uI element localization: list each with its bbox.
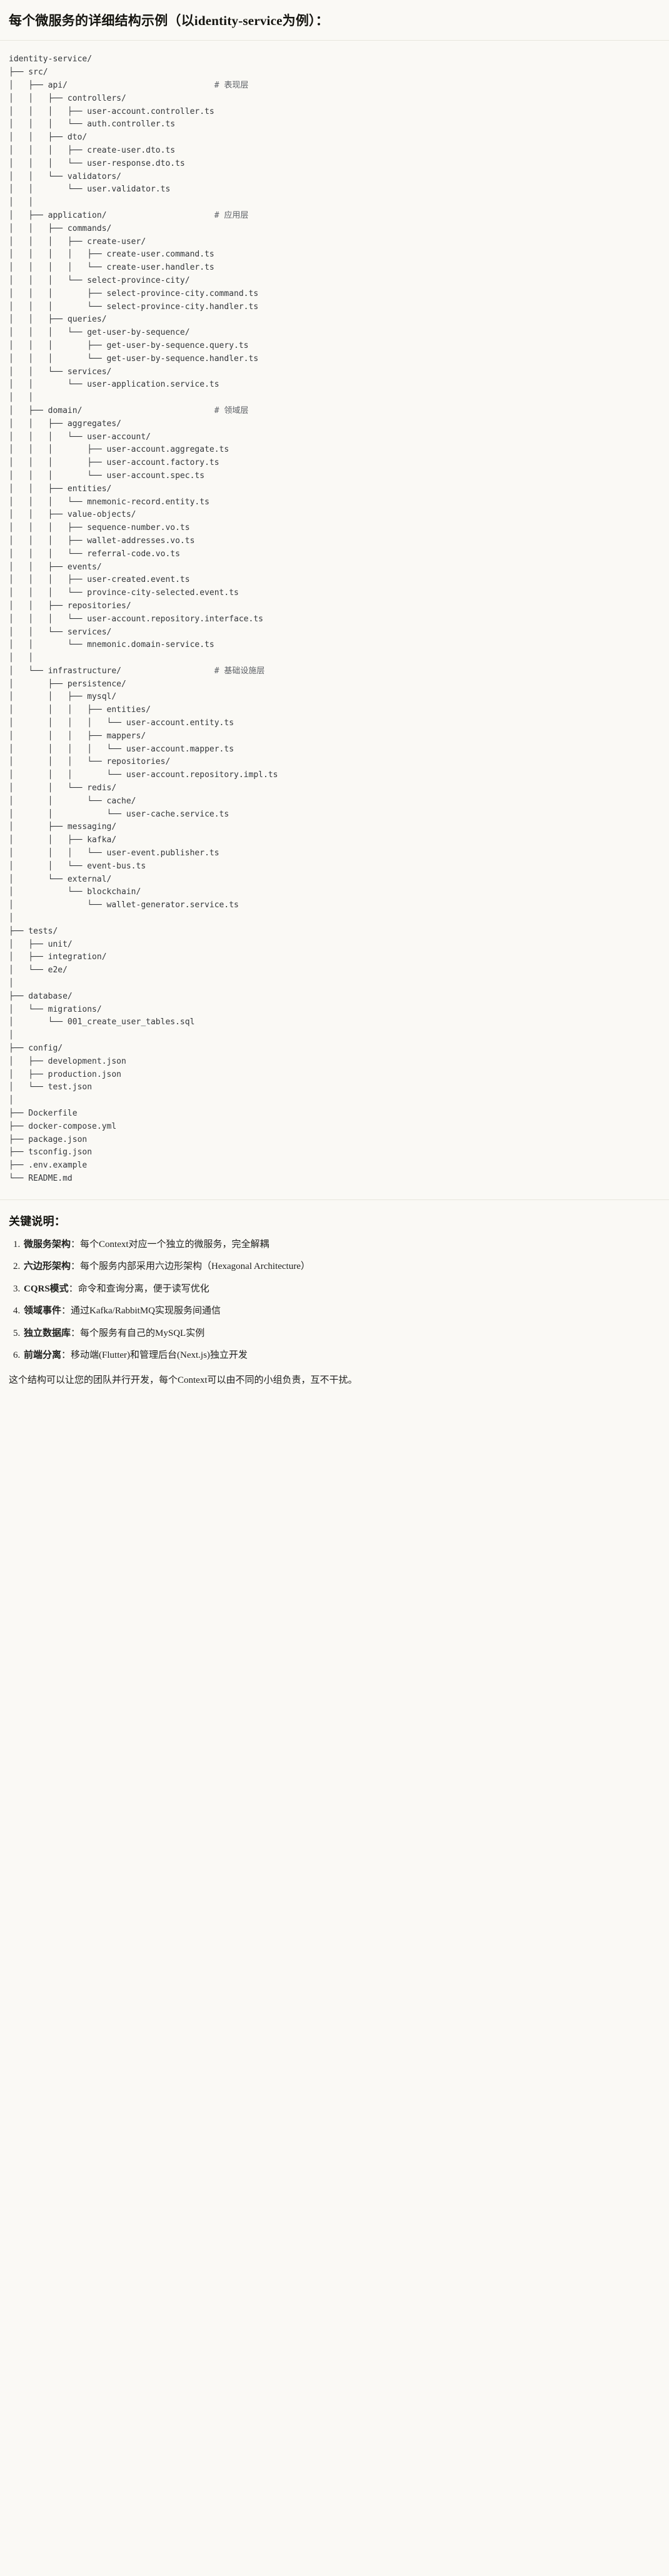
tree-layer-comment: # 应用层 <box>214 211 249 220</box>
key-note-term: 微服务架构 <box>24 1239 71 1250</box>
page-root: 每个微服务的详细结构示例（以identity-service为例）： ident… <box>0 0 669 1397</box>
key-note-description: ：命令和查询分离，便于读写优化 <box>68 1283 209 1294</box>
key-note-description: ：移动端(Flutter)和管理后台(Next.js)独立开发 <box>61 1350 248 1361</box>
key-notes-block: 关键说明： 微服务架构：每个Context对应一个独立的微服务，完全解耦六边形架… <box>0 1200 669 1397</box>
key-note-term: 六边形架构 <box>24 1261 71 1272</box>
key-note-description: ：每个服务内部采用六边形架构（Hexagonal Architecture） <box>71 1261 310 1272</box>
key-note-item: 独立数据库：每个服务有自己的MySQL实例 <box>23 1326 660 1341</box>
key-note-item: 领域事件：通过Kafka/RabbitMQ实现服务间通信 <box>23 1304 660 1318</box>
key-note-description: ：每个服务有自己的MySQL实例 <box>71 1328 205 1338</box>
page-title: 每个微服务的详细结构示例（以identity-service为例）： <box>9 13 329 28</box>
key-note-term: 领域事件 <box>24 1306 62 1316</box>
key-notes-list: 微服务架构：每个Context对应一个独立的微服务，完全解耦六边形架构：每个服务… <box>9 1238 660 1363</box>
directory-tree: identity-service/ ├── src/ │ ├── api/ # … <box>9 54 278 1183</box>
key-note-description: ：每个Context对应一个独立的微服务，完全解耦 <box>71 1239 269 1250</box>
tree-layer-comment: # 领域层 <box>214 405 249 415</box>
key-notes-heading: 关键说明： <box>9 1214 66 1228</box>
key-note-item: 微服务架构：每个Context对应一个独立的微服务，完全解耦 <box>23 1238 660 1252</box>
key-note-term: 前端分离 <box>24 1350 62 1361</box>
key-note-description: ：通过Kafka/RabbitMQ实现服务间通信 <box>61 1306 221 1316</box>
tree-layer-comment: # 表现层 <box>214 81 249 91</box>
key-note-term: 独立数据库 <box>24 1328 71 1338</box>
key-note-term: CQRS模式 <box>24 1283 69 1294</box>
directory-tree-block: identity-service/ ├── src/ │ ├── api/ # … <box>0 41 669 1200</box>
key-note-item: 前端分离：移动端(Flutter)和管理后台(Next.js)独立开发 <box>23 1348 660 1363</box>
key-note-item: CQRS模式：命令和查询分离，便于读写优化 <box>23 1282 660 1296</box>
key-notes-footer: 这个结构可以让您的团队并行开发，每个Context可以由不同的小组负责，互不干扰… <box>9 1375 358 1385</box>
tree-layer-comment: # 基础设施层 <box>214 666 265 676</box>
title-block: 每个微服务的详细结构示例（以identity-service为例）： <box>0 0 669 41</box>
key-note-item: 六边形架构：每个服务内部采用六边形架构（Hexagonal Architectu… <box>23 1260 660 1274</box>
